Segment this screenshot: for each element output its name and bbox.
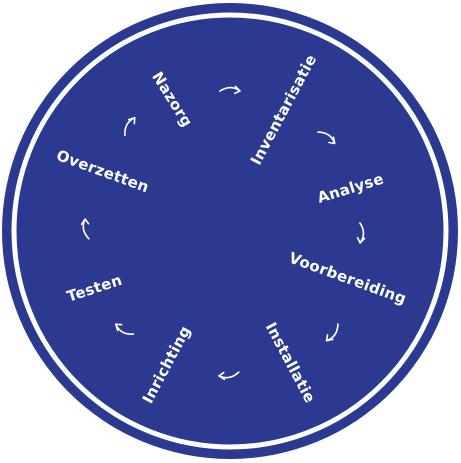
white-ring (11, 12, 449, 450)
curved-arrow-icon (317, 131, 336, 145)
curved-arrow-icon (80, 218, 90, 240)
outer-disc (2, 3, 458, 459)
curved-arrow-icon (115, 323, 135, 335)
curved-arrow-icon (124, 117, 136, 137)
curved-arrow-icon (325, 323, 339, 342)
curved-arrow-icon (356, 222, 366, 244)
curved-arrow-icon (219, 85, 241, 95)
curved-arrow-icon (218, 371, 240, 381)
